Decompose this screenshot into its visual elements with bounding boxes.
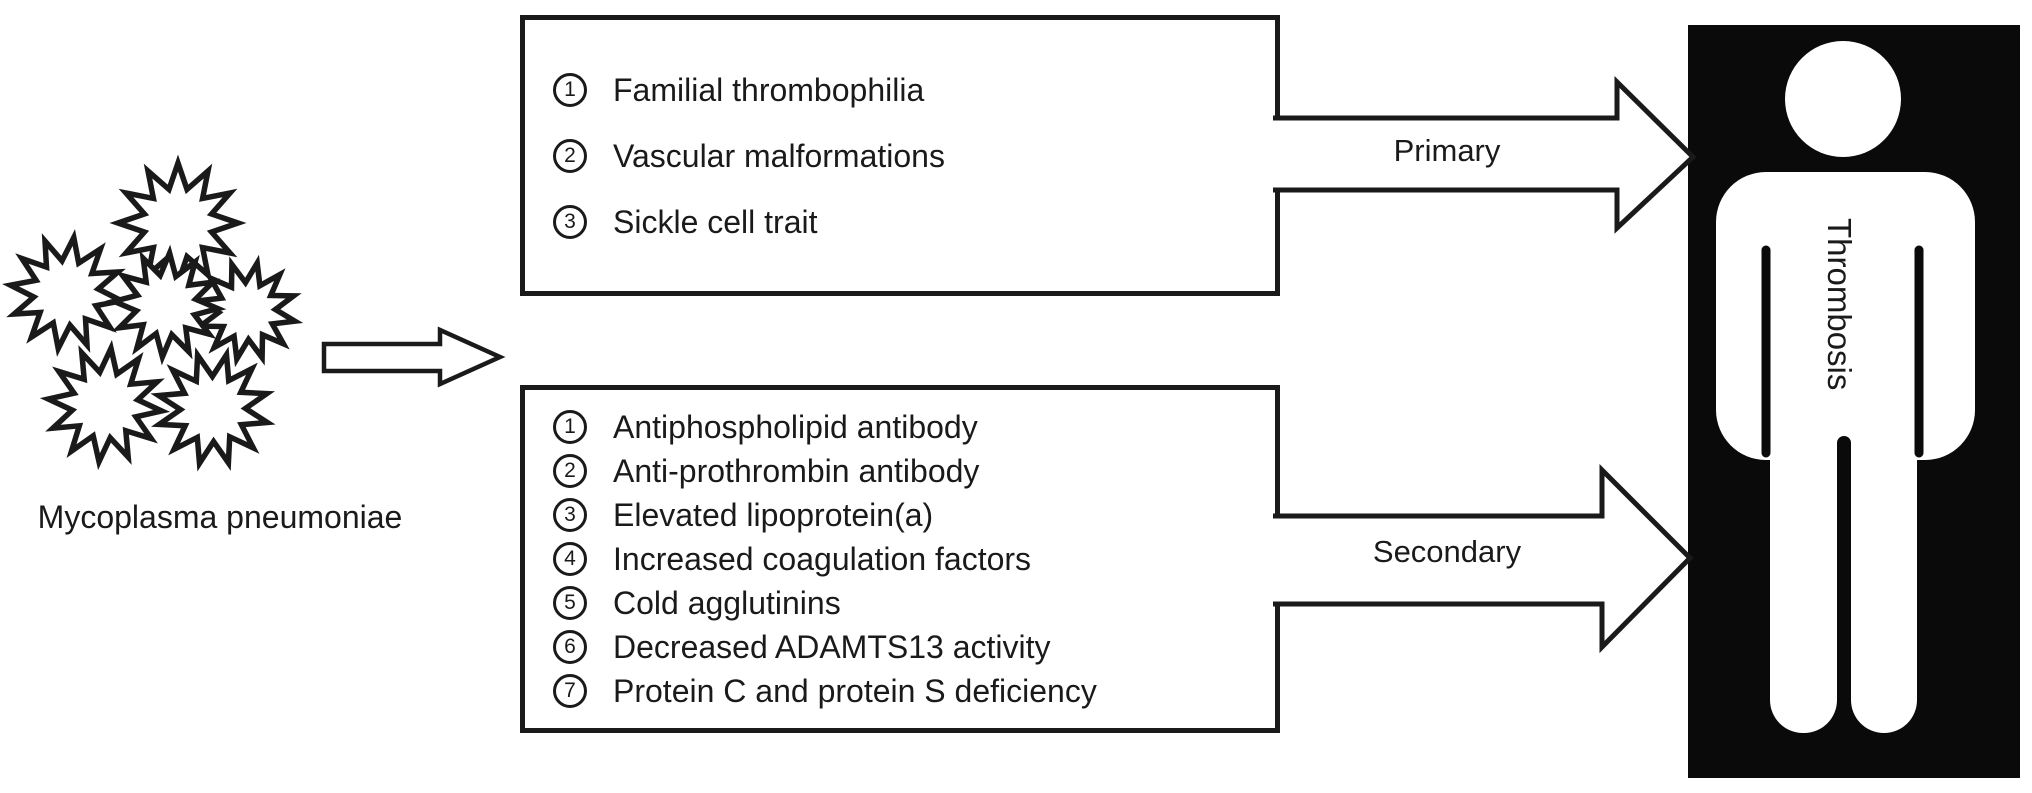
list-item: 5 Cold agglutinins (553, 586, 1275, 620)
item-number-badge: 1 (553, 72, 587, 107)
list-item: 6 Decreased ADAMTS13 activity (553, 630, 1275, 664)
list-item: 3 Elevated lipoprotein(a) (553, 498, 1275, 532)
item-label: Protein C and protein S deficiency (613, 673, 1097, 709)
thrombosis-label: Thrombosis (1821, 218, 1858, 390)
primary-risk-box: 1 Familial thrombophilia 2 Vascular malform… (520, 15, 1280, 296)
item-number-badge: 2 (553, 138, 587, 173)
list-item: 3 Sickle cell trait (553, 203, 1275, 240)
item-number-badge: 3 (553, 498, 587, 532)
item-label: Antiphospholipid antibody (613, 409, 978, 445)
item-number-badge: 7 (553, 674, 587, 708)
item-number-badge: 5 (553, 586, 587, 620)
item-label: Cold agglutinins (613, 585, 841, 621)
item-label: Anti-prothrombin antibody (613, 453, 980, 489)
cause-arrow-icon (321, 326, 506, 388)
item-number-badge: 1 (553, 410, 587, 444)
list-item: 1 Familial thrombophilia (553, 71, 1275, 108)
list-item: 7 Protein C and protein S deficiency (553, 674, 1275, 708)
person-icon (1716, 41, 1975, 733)
list-item: 1 Antiphospholipid antibody (553, 410, 1275, 444)
bacterium-starburst-icon (39, 339, 171, 471)
list-item: 4 Increased coagulation factors (553, 542, 1275, 576)
item-number-badge: 6 (553, 630, 587, 664)
bacterium-starburst-icon (2, 229, 130, 357)
secondary-risk-box: 1 Antiphospholipid antibody 2 Anti-prothrom… (520, 385, 1280, 733)
item-label: Elevated lipoprotein(a) (613, 497, 934, 533)
primary-arrow-label: Primary (1393, 133, 1501, 168)
item-label: Decreased ADAMTS13 activity (613, 629, 1051, 665)
item-label: Familial thrombophilia (613, 71, 925, 108)
organism-label: Mycoplasma pneumoniae (37, 499, 403, 535)
bacterium-starburst-icon (150, 346, 276, 472)
bacterium-starburst-icon (105, 244, 227, 366)
list-item: 2 Vascular malformations (553, 137, 1275, 174)
patient-panel: Thrombosis (1688, 25, 2020, 778)
item-label: Increased coagulation factors (613, 541, 1032, 577)
item-number-badge: 4 (553, 542, 587, 576)
bacteria-cluster-illustration (2, 154, 304, 472)
item-number-badge: 2 (553, 454, 587, 488)
item-label: Vascular malformations (613, 137, 945, 174)
secondary-arrow-label: Secondary (1372, 534, 1522, 569)
secondary-arrow-icon (1273, 463, 1694, 654)
item-label: Sickle cell trait (613, 203, 818, 240)
primary-arrow-icon (1273, 76, 1697, 234)
item-number-badge: 3 (553, 204, 587, 239)
list-item: 2 Anti-prothrombin antibody (553, 454, 1275, 488)
bacterium-starburst-icon (109, 154, 247, 292)
